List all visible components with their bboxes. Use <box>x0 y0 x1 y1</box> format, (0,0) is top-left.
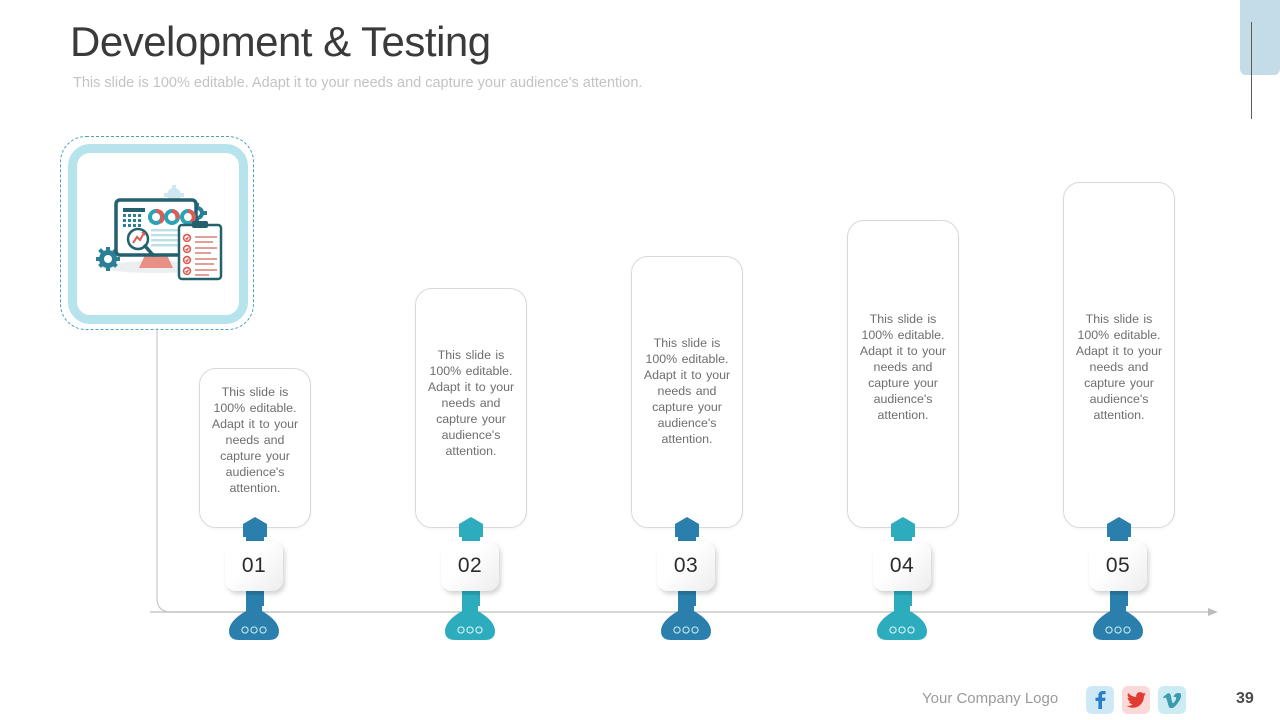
step-flask-02 <box>445 595 495 640</box>
corner-decoration-rect <box>1240 0 1280 75</box>
step-card-text-05: This slide is 100% editable. Adapt it to… <box>1075 312 1163 422</box>
step-card-text-04: This slide is 100% editable. Adapt it to… <box>859 312 947 422</box>
step-card-03: This slide is 100% editable. Adapt it to… <box>631 256 743 528</box>
step-card-02: This slide is 100% editable. Adapt it to… <box>415 288 527 528</box>
step-card-text-03: This slide is 100% editable. Adapt it to… <box>643 336 731 446</box>
vimeo-icon[interactable] <box>1158 686 1186 714</box>
twitter-icon[interactable] <box>1122 686 1150 714</box>
facebook-glyph <box>1095 691 1106 709</box>
step-number-03[interactable]: 03 <box>657 541 715 591</box>
corner-decoration-line <box>1251 22 1252 119</box>
page-number: 39 <box>1236 690 1254 707</box>
company-logo-text: Your Company Logo <box>922 690 1059 707</box>
step-card-04: This slide is 100% editable. Adapt it to… <box>847 220 959 528</box>
step-flask-04 <box>877 595 927 640</box>
step-flask-03 <box>661 595 711 640</box>
step-card-05: This slide is 100% editable. Adapt it to… <box>1063 182 1175 528</box>
page-subtitle: This slide is 100% editable. Adapt it to… <box>73 75 643 91</box>
step-flask-05 <box>1093 595 1143 640</box>
step-number-05[interactable]: 05 <box>1089 541 1147 591</box>
vimeo-glyph <box>1163 692 1181 708</box>
step-flask-01 <box>229 595 279 640</box>
step-number-04[interactable]: 04 <box>873 541 931 591</box>
facebook-icon[interactable] <box>1086 686 1114 714</box>
step-card-01: This slide is 100% editable. Adapt it to… <box>199 368 311 528</box>
step-number-02[interactable]: 02 <box>441 541 499 591</box>
illustration-panel <box>60 136 254 330</box>
step-card-text-02: This slide is 100% editable. Adapt it to… <box>427 348 515 458</box>
step-card-text-01: This slide is 100% editable. Adapt it to… <box>211 385 299 495</box>
page-title: Development & Testing <box>70 18 491 65</box>
twitter-glyph <box>1126 692 1146 708</box>
step-number-01[interactable]: 01 <box>225 541 283 591</box>
dashboard-testing-icon <box>96 185 223 281</box>
